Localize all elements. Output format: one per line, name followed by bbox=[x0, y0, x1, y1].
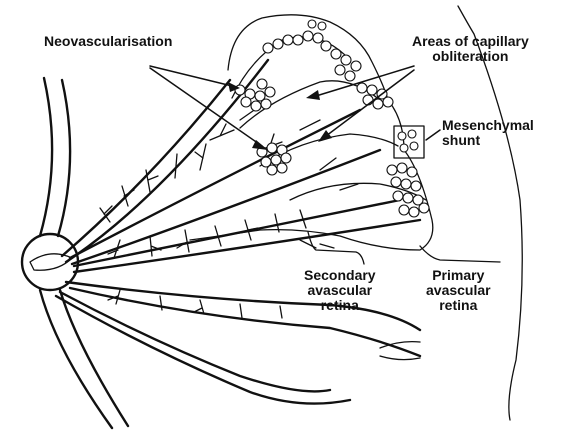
cluster-upper-left bbox=[235, 79, 275, 111]
primary-boundary-line bbox=[458, 6, 522, 420]
label-capillary-obliteration: Areas of capillary obliteration bbox=[412, 34, 529, 64]
main-vessels bbox=[56, 60, 420, 404]
primary-bracket bbox=[420, 246, 500, 262]
mesenchymal-line2: shunt bbox=[442, 133, 534, 148]
mesenchymal-shunt-arrow bbox=[426, 130, 440, 140]
label-secondary-avascular-retina: Secondary avascular retina bbox=[304, 268, 376, 313]
label-primary-avascular-retina: Primary avascular retina bbox=[426, 268, 491, 313]
outer-edge-lines bbox=[40, 78, 128, 428]
capillary-obliteration-line2: obliteration bbox=[412, 49, 529, 64]
primary-line2: avascular bbox=[426, 283, 491, 298]
label-neovascularisation: Neovascularisation bbox=[44, 34, 172, 49]
label-mesenchymal-shunt: Mesenchymal shunt bbox=[442, 118, 534, 148]
secondary-line1: Secondary bbox=[304, 268, 376, 283]
neovascularisation-arrows bbox=[150, 66, 268, 150]
primary-line1: Primary bbox=[426, 268, 491, 283]
primary-line3: retina bbox=[426, 298, 491, 313]
cluster-lower-right bbox=[387, 163, 429, 217]
secondary-line3: retina bbox=[304, 298, 376, 313]
capillary-obliteration-arrows bbox=[306, 66, 414, 142]
capillary-obliteration-line1: Areas of capillary bbox=[412, 34, 529, 49]
secondary-line2: avascular bbox=[304, 283, 376, 298]
vascular-fan-outline bbox=[190, 15, 433, 250]
mesenchymal-line1: Mesenchymal bbox=[442, 118, 534, 133]
cluster-top bbox=[263, 20, 361, 81]
mesenchymal-shunt-box bbox=[394, 126, 424, 158]
capillary-clusters bbox=[235, 20, 429, 217]
